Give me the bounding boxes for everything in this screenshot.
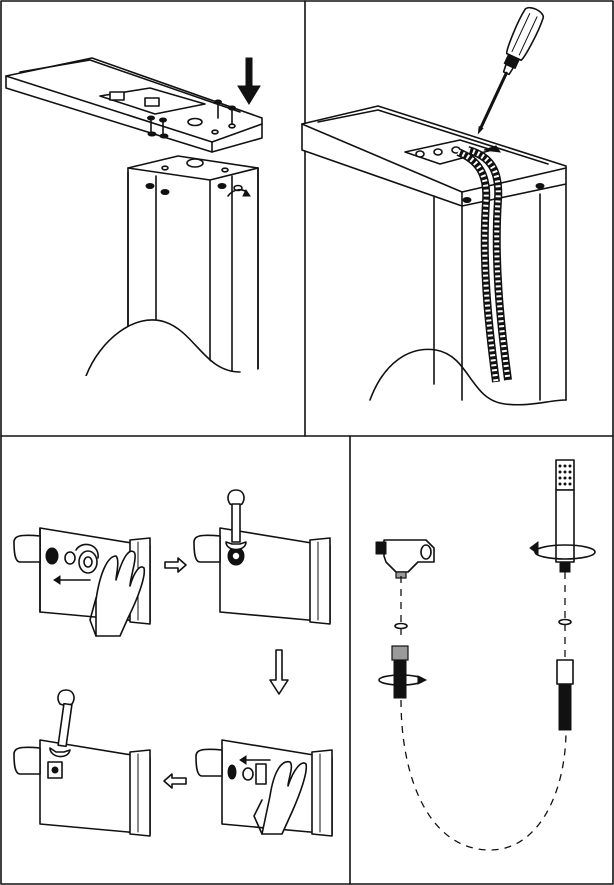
step-b	[193, 489, 331, 625]
hand-shower	[529, 459, 596, 573]
step-c	[13, 689, 151, 837]
hose-path	[400, 572, 567, 851]
washer-left	[394, 622, 408, 630]
wrench-icon	[225, 489, 247, 551]
panel-step-3	[13, 489, 333, 837]
hand-icon	[95, 550, 146, 637]
washer-right	[558, 618, 572, 626]
screwdriver-icon	[477, 6, 545, 135]
step-a	[13, 527, 151, 637]
cut-wave	[86, 319, 262, 380]
hose-nut-right	[556, 659, 574, 731]
shower-hose	[456, 146, 512, 383]
wrench-icon-2	[49, 689, 75, 758]
panel-step-2	[301, 6, 600, 434]
panel-step-4	[375, 459, 596, 851]
step-d	[195, 739, 333, 837]
arrow-left	[163, 773, 187, 789]
wall-connector	[375, 539, 435, 579]
cut-line	[85, 319, 241, 377]
hose-nut-left	[378, 645, 428, 699]
crossbar	[5, 57, 263, 153]
down-arrow-icon	[237, 57, 261, 105]
screws	[147, 99, 236, 139]
arrow-down	[269, 649, 289, 695]
arrow-right-1	[164, 557, 187, 573]
panel-step-1	[5, 57, 280, 434]
